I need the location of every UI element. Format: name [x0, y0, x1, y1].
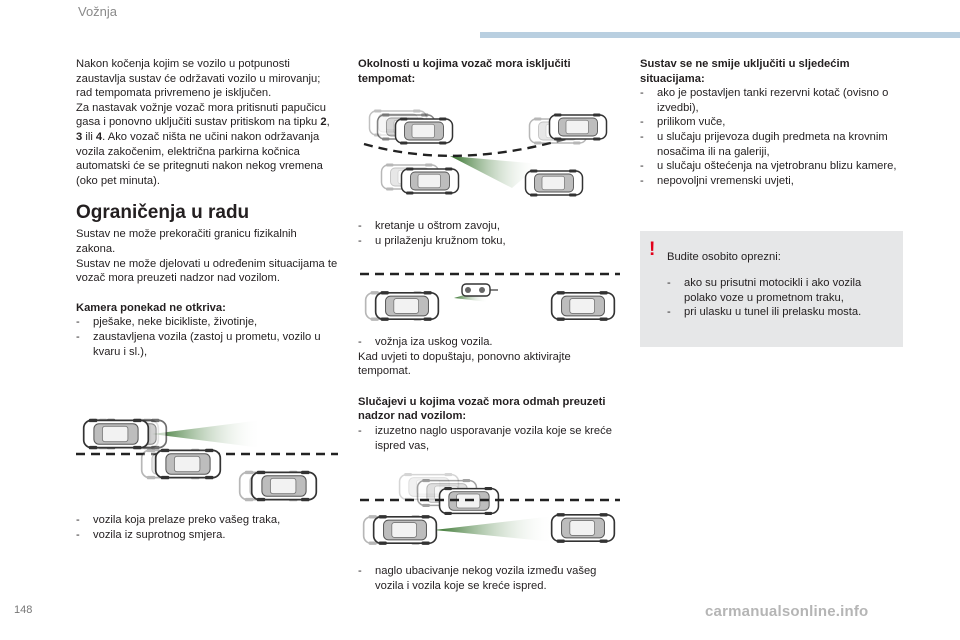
section-heading: Ograničenja u radu — [76, 202, 250, 224]
takeover-title: Slučajevi u kojima vozač mora odmah preu… — [358, 395, 606, 423]
header-title: Vožnja — [78, 4, 118, 19]
paragraph-situations: Sustav ne može djelovati u određenim sit… — [76, 257, 338, 285]
warning-text: Budite osobito oprezni: ako su prisutni … — [667, 239, 897, 320]
illustration-stopped-traffic — [76, 418, 338, 502]
camera-title: Kamera ponekad ne otkriva: — [76, 301, 226, 314]
warning-title: Budite osobito oprezni: — [667, 251, 781, 264]
not-engage-title: Sustav se ne smije uključiti u sljedećim… — [640, 58, 850, 85]
page-number: 148 — [14, 604, 33, 616]
narrow-list: vožnja iza uskog vozila. — [358, 335, 620, 350]
list-item: u slučaju prijevoza dugih predmeta na kr… — [640, 130, 902, 159]
list-item: nepovoljni vremenski uvjeti, — [640, 174, 902, 189]
watermark: carmanualsonline.info — [705, 603, 869, 620]
list-item: ako je postavljen tanki rezervni kotač (… — [640, 86, 902, 115]
illustration-cut-in — [360, 472, 620, 546]
paragraph-resume: Za nastavak vožnje vozač mora pritisnuti… — [76, 101, 330, 187]
paragraph-limits: Sustav ne može prekoračiti granicu fizik… — [76, 228, 297, 255]
illustration-narrow-vehicle — [360, 272, 620, 322]
curve-list: kretanje u oštrom zavoju, u prilaženju k… — [358, 219, 620, 248]
column-left: Nakon kočenja kojim se vozilo u potpunos… — [76, 57, 338, 359]
column-middle-curve: kretanje u oštrom zavoju, u prilaženju k… — [358, 219, 620, 248]
column-middle-top: Okolnosti u kojima vozač mora isključiti… — [358, 57, 620, 86]
list-item: naglo ubacivanje nekog vozila između vaš… — [358, 564, 620, 593]
disable-title: Okolnosti u kojima vozač mora isključiti… — [358, 58, 571, 85]
exclamation-icon: ! — [649, 239, 656, 260]
camera-list: pješake, neke bicikliste, životinje, zau… — [76, 315, 338, 359]
column-middle-narrow: vožnja iza uskog vozila. Kad uvjeti to d… — [358, 335, 620, 453]
lower-list: vozila koja prelaze preko vašeg traka, v… — [76, 513, 338, 542]
list-item: u prilaženju kružnom toku, — [358, 234, 620, 249]
list-item: prilikom vuče, — [640, 115, 902, 130]
list-item: ako su prisutni motocikli i ako vozila p… — [667, 276, 897, 305]
paragraph-reactivate: Kad uvjeti to dopuštaju, ponovno aktivir… — [358, 350, 571, 378]
header-bar — [480, 32, 960, 38]
list-item: pri ulasku u tunel ili prelasku mosta. — [667, 305, 897, 320]
cutin-list: naglo ubacivanje nekog vozila između vaš… — [358, 564, 620, 593]
takeover-list: izuzetno naglo usporavanje vozila koje s… — [358, 424, 620, 453]
list-item: vožnja iza uskog vozila. — [358, 335, 620, 350]
list-item: izuzetno naglo usporavanje vozila koje s… — [358, 424, 620, 453]
paragraph-stop: Nakon kočenja kojim se vozilo u potpunos… — [76, 58, 321, 100]
list-item: kretanje u oštrom zavoju, — [358, 219, 620, 234]
list-item: vozila koja prelaze preko vašeg traka, — [76, 513, 338, 528]
list-item: u slučaju oštećenja na vjetrobranu blizu… — [640, 159, 902, 174]
column-right: Sustav se ne smije uključiti u sljedećim… — [640, 57, 902, 188]
warning-box: ! Budite osobito oprezni: ako su prisutn… — [640, 231, 903, 347]
list-item: vozila iz suprotnog smjera. — [76, 528, 338, 543]
list-item: pješake, neke bicikliste, životinje, — [76, 315, 338, 330]
illustration-curve — [363, 108, 608, 198]
list-item: zaustavljena vozila (zastoj u prometu, v… — [76, 330, 338, 359]
column-middle-cutin: naglo ubacivanje nekog vozila između vaš… — [358, 564, 620, 593]
column-left-lower: vozila koja prelaze preko vašeg traka, v… — [76, 513, 338, 542]
warning-list: ako su prisutni motocikli i ako vozila p… — [667, 276, 897, 320]
not-engage-list: ako je postavljen tanki rezervni kotač (… — [640, 86, 902, 188]
